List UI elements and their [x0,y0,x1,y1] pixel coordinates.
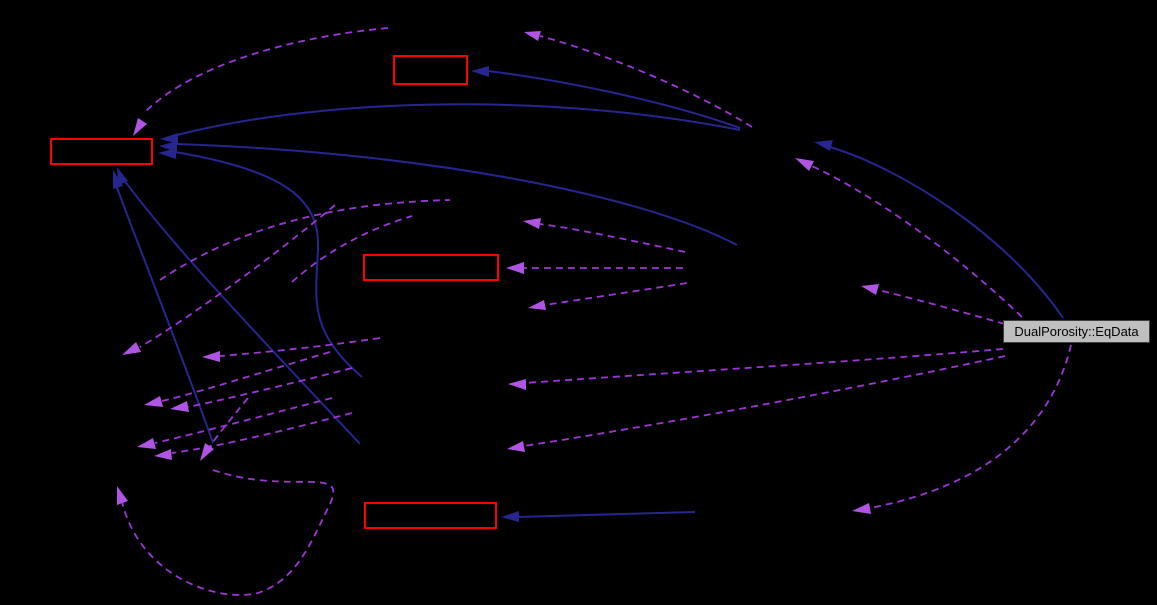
edge-solid-to-node-top [487,70,741,129]
main-class-node-label: DualPorosity::EqData [1014,324,1139,339]
edge-dashed-eqdata-up-left [811,165,1023,318]
arrowhead-dashed [508,379,526,390]
edge-dashed-horizontal-left [219,337,381,357]
arrowhead-dashed [524,31,541,41]
edge-solid-to-node-left-bottom-2 [123,179,361,445]
dashed-arrowheads [117,31,879,514]
class-node-top[interactable] [393,55,468,85]
arrowhead-dashed [852,503,871,514]
edge-dashed-to-top-node [539,35,753,128]
arrowhead-dashed [144,396,163,407]
edge-dashed-eqdata-down-loop [869,344,1072,509]
edge-dashed-arc-upper-mid-2 [291,215,413,283]
arrowhead-solid [501,511,519,522]
arrowhead-dashed [200,443,214,461]
edge-dashed-diag-left-1 [139,204,336,348]
edge-solid-to-node-left-bottom-1 [115,184,214,444]
arrowhead-dashed [170,401,189,412]
solid-edges [115,70,1064,518]
arrowhead-dashed [117,486,128,505]
arrowhead-dashed [154,449,172,460]
edge-dashed-arc-to-node-left [144,27,389,113]
arrowhead-dashed [795,158,814,171]
edge-dashed-eqdata-left-2 [523,355,1006,447]
arrowhead-solid [160,133,178,144]
edge-dashed-diag-left-2 [161,351,331,402]
arrowhead-dashed [137,438,156,449]
arrowhead-dashed [507,441,525,452]
main-class-node-eqdata[interactable]: DualPorosity::EqData [1003,320,1150,343]
arrowhead-dashed [528,300,546,310]
arrowhead-dashed [122,342,141,355]
arrowhead-dashed [861,284,879,295]
edge-solid-to-node-left-2 [175,143,738,246]
class-node-bottom[interactable] [364,502,497,529]
edge-dashed-eqdata-left-short [877,289,1006,325]
arrowhead-dashed [506,262,524,274]
edge-solid-to-node-left-1 [176,103,741,136]
edge-dashed-fan-upper [539,223,686,253]
edge-solid-to-node-left-3 [174,151,363,378]
arrowhead-dashed [202,351,220,362]
class-node-middle[interactable] [363,254,499,281]
arrowhead-dashed [133,118,147,136]
arrowhead-solid [814,140,833,151]
edge-dashed-eqdata-left-1 [524,348,1004,384]
solid-arrowheads [113,66,833,522]
dashed-edges [121,27,1072,596]
arrowhead-solid [471,66,489,77]
arrowhead-dashed [523,218,541,229]
edge-dashed-bottom-loop [121,469,335,596]
arrowhead-solid [158,148,176,159]
edge-solid-from-eqdata-top [829,146,1064,319]
arrowhead-solid [117,167,128,185]
edge-solid-to-node-bottom [516,511,696,518]
edge-dashed-diag-left-4 [154,397,333,444]
edge-dashed-diag-left-3 [187,367,353,408]
edge-dashed-diag-left-5 [171,412,353,454]
edge-dashed-fan-lower [544,282,688,306]
edge-dashed-arc-upper-mid-1 [159,199,451,281]
class-node-left[interactable] [50,138,153,165]
